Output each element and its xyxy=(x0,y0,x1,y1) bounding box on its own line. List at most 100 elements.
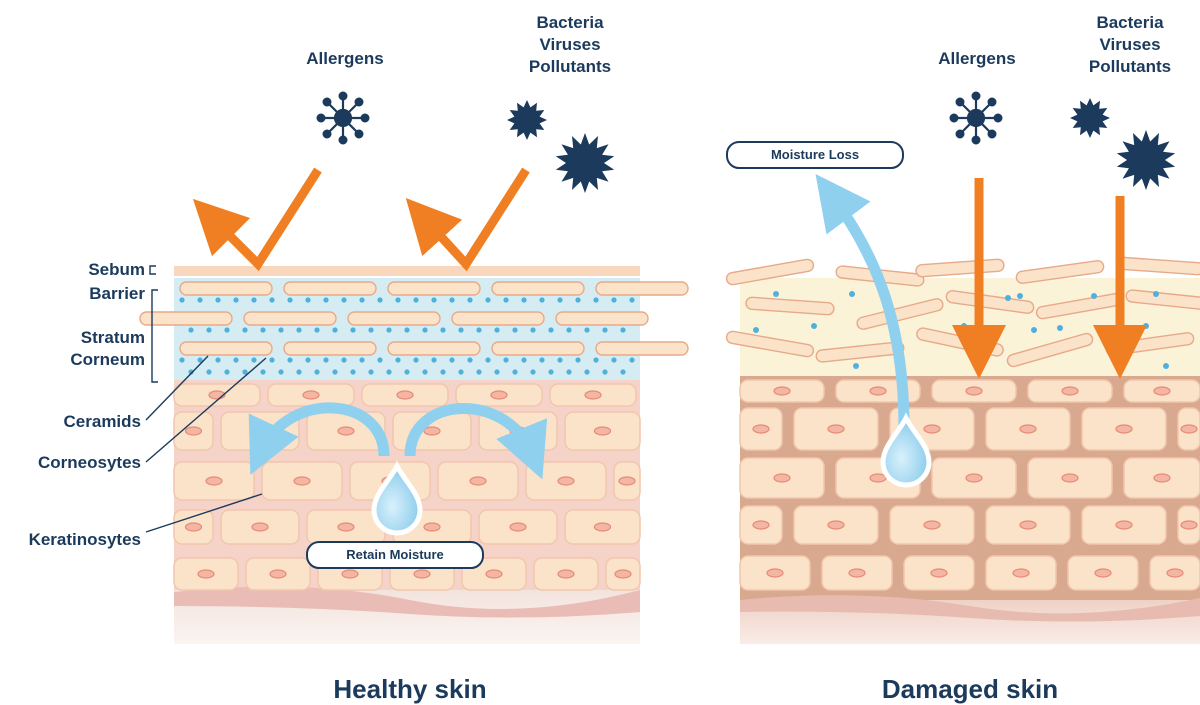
nucleus xyxy=(558,477,574,485)
ceramid xyxy=(449,297,454,302)
nucleus xyxy=(198,570,214,578)
ceramid xyxy=(548,369,553,374)
viruses-label: Viruses xyxy=(500,34,640,56)
ceramid xyxy=(179,297,184,302)
nucleus xyxy=(1116,425,1132,433)
ceramid xyxy=(377,297,382,302)
nucleus xyxy=(966,474,982,482)
corneocyte xyxy=(596,342,688,355)
ceramid xyxy=(1091,293,1097,299)
ceramid xyxy=(431,297,436,302)
corneocyte xyxy=(348,312,440,325)
corneocyte xyxy=(388,282,480,295)
ceramid xyxy=(233,297,238,302)
ceramid xyxy=(341,357,346,362)
nucleus xyxy=(1020,425,1036,433)
ceramid xyxy=(395,297,400,302)
nucleus xyxy=(470,477,486,485)
corneocyte xyxy=(284,282,376,295)
ceramid xyxy=(260,327,265,332)
ceramid xyxy=(449,357,454,362)
ceramid xyxy=(773,291,779,297)
nucleus xyxy=(424,523,440,531)
ceramid xyxy=(296,369,301,374)
ceramid xyxy=(314,327,319,332)
corneum-line: Corneum xyxy=(20,349,145,371)
ceramid xyxy=(494,369,499,374)
ceramid xyxy=(314,369,319,374)
healthy-corneocytes xyxy=(140,282,688,355)
ceramid xyxy=(287,357,292,362)
pathogen-burst-icon xyxy=(507,100,547,140)
ceramid xyxy=(215,357,220,362)
nucleus xyxy=(1181,425,1197,433)
ceramid xyxy=(584,369,589,374)
nucleus xyxy=(1167,569,1183,577)
ceramid xyxy=(431,357,436,362)
nucleus xyxy=(1154,387,1170,395)
ceramid xyxy=(753,327,759,333)
ceramid xyxy=(440,327,445,332)
corneocyte xyxy=(492,282,584,295)
nucleus xyxy=(595,523,611,531)
nucleus xyxy=(294,477,310,485)
ceramid xyxy=(215,297,220,302)
ceramid xyxy=(602,369,607,374)
ceramid xyxy=(242,327,247,332)
ceramid xyxy=(575,297,580,302)
nucleus xyxy=(486,570,502,578)
ceramid xyxy=(350,369,355,374)
ceramid xyxy=(1031,327,1037,333)
healthy-skin-title: Healthy skin xyxy=(240,674,580,705)
nucleus xyxy=(931,569,947,577)
nucleus xyxy=(186,523,202,531)
ceramid xyxy=(305,297,310,302)
nucleus xyxy=(753,521,769,529)
nucleus xyxy=(1154,474,1170,482)
ceramid xyxy=(206,327,211,332)
ceramid xyxy=(539,297,544,302)
ceramid xyxy=(593,297,598,302)
corneocyte xyxy=(916,259,1005,277)
ceramid xyxy=(961,323,967,329)
nucleus xyxy=(924,425,940,433)
allergen-icon xyxy=(951,93,1002,144)
ceramid xyxy=(1153,291,1159,297)
damaged-skin-title: Damaged skin xyxy=(800,674,1140,705)
nucleus xyxy=(585,391,601,399)
ceramid xyxy=(620,369,625,374)
ceramid xyxy=(512,369,517,374)
nucleus xyxy=(1116,521,1132,529)
pathogen-burst-icon xyxy=(1117,130,1175,190)
ceramid xyxy=(611,297,616,302)
ceramid xyxy=(224,327,229,332)
ceramid xyxy=(629,357,634,362)
ceramid xyxy=(386,369,391,374)
ceramid xyxy=(467,297,472,302)
ceramid xyxy=(521,357,526,362)
nucleus xyxy=(1181,521,1197,529)
ceramid xyxy=(188,327,193,332)
ceramid xyxy=(269,357,274,362)
ceramid xyxy=(521,297,526,302)
corneocyte xyxy=(452,312,544,325)
ceramid xyxy=(323,297,328,302)
ceramid xyxy=(566,369,571,374)
nucleus xyxy=(338,523,354,531)
corneocyte xyxy=(244,312,336,325)
nucleus xyxy=(619,477,635,485)
ceramid xyxy=(350,327,355,332)
damaged-skin-panel xyxy=(726,257,1200,644)
nucleus xyxy=(270,570,286,578)
ceramid xyxy=(386,327,391,332)
ceramid xyxy=(1143,323,1149,329)
ceramid xyxy=(629,297,634,302)
ceramid xyxy=(404,369,409,374)
nucleus xyxy=(615,570,631,578)
bacteria-label: Bacteria xyxy=(1060,12,1200,34)
ceramid xyxy=(557,297,562,302)
nucleus xyxy=(774,387,790,395)
ceramid xyxy=(260,369,265,374)
retain-moisture-badge: Retain Moisture xyxy=(306,541,484,569)
ceramid xyxy=(251,357,256,362)
